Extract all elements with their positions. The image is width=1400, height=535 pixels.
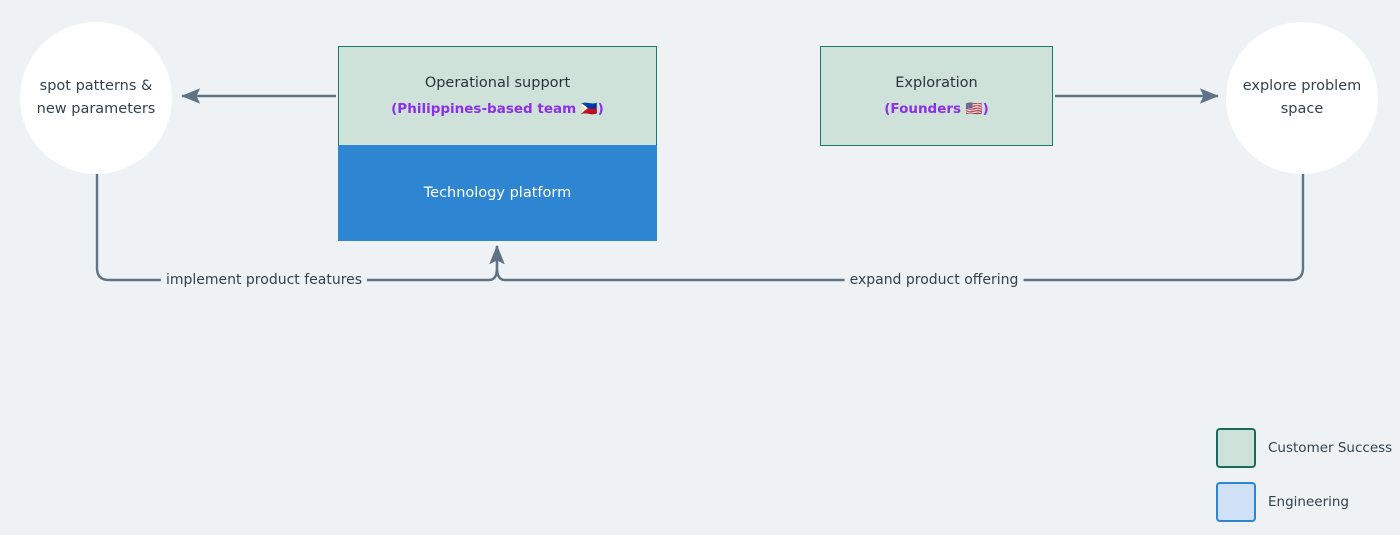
node-exploration-subtitle: (Founders 🇺🇸)	[884, 101, 989, 117]
legend-swatch-engineering	[1216, 482, 1256, 522]
node-spot-patterns-label: spot patterns & new parameters	[37, 75, 156, 121]
legend-item-engineering: Engineering	[1216, 482, 1392, 522]
node-operational-support-subtitle: (Philippines-based team 🇵🇭)	[391, 101, 604, 117]
node-operational-support[interactable]: Operational support (Philippines-based t…	[338, 46, 657, 146]
edge-label-expand-product-offering: expand product offering	[844, 271, 1024, 289]
legend-swatch-customer-success	[1216, 428, 1256, 468]
legend-label-engineering: Engineering	[1268, 494, 1349, 510]
edge-label-implement-product-features: implement product features	[160, 271, 368, 289]
node-operational-support-title: Operational support	[424, 75, 571, 91]
node-spot-patterns[interactable]: spot patterns & new parameters	[20, 22, 172, 174]
node-exploration-title: Exploration	[895, 75, 978, 91]
node-explore-problem-space-label: explore problem space	[1243, 75, 1362, 121]
node-explore-problem-space-label-line1: explore problem	[1242, 78, 1362, 94]
legend-item-customer-success: Customer Success	[1216, 428, 1392, 468]
legend-label-customer-success: Customer Success	[1268, 440, 1393, 456]
legend: Customer Success Engineering	[1216, 428, 1392, 522]
node-technology-platform[interactable]: Technology platform	[338, 145, 657, 241]
node-exploration[interactable]: Exploration (Founders 🇺🇸)	[820, 46, 1053, 146]
node-spot-patterns-label-line1: spot patterns &	[39, 78, 153, 94]
node-explore-problem-space-label-line2: space	[1280, 101, 1324, 117]
node-spot-patterns-label-line2: new parameters	[36, 101, 156, 117]
node-explore-problem-space[interactable]: explore problem space	[1226, 22, 1378, 174]
node-technology-platform-title: Technology platform	[423, 185, 572, 201]
